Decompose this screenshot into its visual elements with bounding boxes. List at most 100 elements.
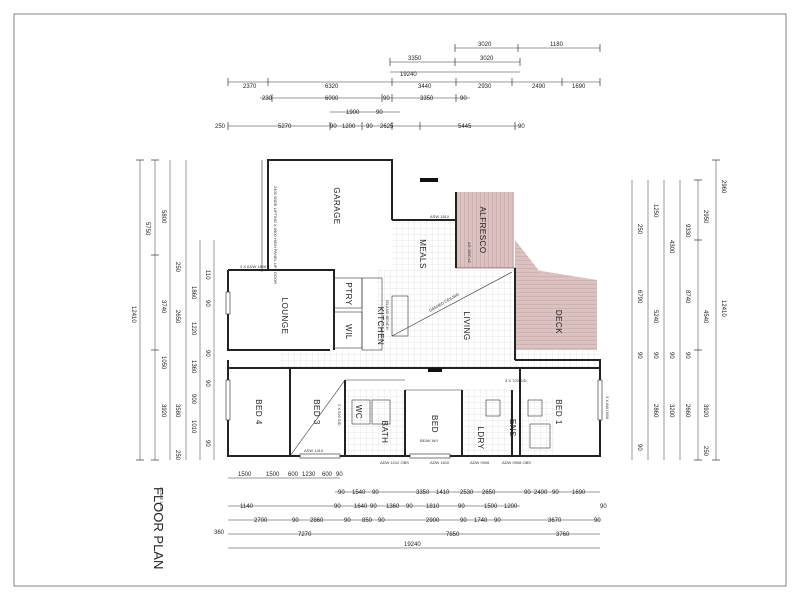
bath-tiles xyxy=(345,388,405,454)
dim-bot-r7-1: 90 xyxy=(600,504,607,510)
dim-bot-r6-0: 19240 xyxy=(404,542,421,548)
dim-left-a-2: 1050 xyxy=(160,356,166,370)
dim-top-r7-7: 90 xyxy=(518,124,525,130)
dim-right-d-4: 90 xyxy=(636,444,642,451)
dim-bot-r4-2: 2860 xyxy=(310,518,324,524)
dim-right-outer-1: 12410 xyxy=(720,300,726,317)
dim-left-a-1: 3740 xyxy=(160,300,166,314)
dim-right-d-0: 90 xyxy=(636,352,642,359)
dim-top-r7-6: 5445 xyxy=(458,124,472,130)
dim-right-a-0: 2950 xyxy=(702,210,708,224)
ldry-tiles xyxy=(462,388,512,454)
dim-bot-r3-8: 1500 xyxy=(484,504,498,510)
note-bed1-window: 3 X AW 0906 xyxy=(605,396,610,420)
dim-bot-r1-1: 1500 xyxy=(266,472,280,478)
dim-left-c-1: 1220 xyxy=(190,322,196,336)
dim-bot-r5-2: 3760 xyxy=(556,532,570,538)
note-alfresco-glazing: AD 2600 x2 xyxy=(467,242,472,264)
ens-tiles xyxy=(520,398,554,454)
dim-left-b-3: 250 xyxy=(174,450,180,461)
dim-bot-r4-6: 2900 xyxy=(426,518,440,524)
dim-right-c-4: 250 xyxy=(702,446,708,457)
walls xyxy=(227,159,601,457)
living-diagonal xyxy=(391,271,513,337)
note-garage-door: 2400 WIDE LIFTING X 5600 HIGH PANEL LIFT… xyxy=(273,186,278,284)
dim-right-a-1: 8740 xyxy=(684,290,690,304)
note-door-1: 3 X 720 S/D xyxy=(505,378,527,383)
dim-right-c-2: 2860 xyxy=(652,404,658,418)
room-bed3: BED 3 xyxy=(312,399,321,425)
dim-left-c-0: 1860 xyxy=(190,286,196,300)
hall-tiles xyxy=(280,350,600,368)
dim-bot-r2-3: 3350 xyxy=(416,490,430,496)
room-living: LIVING xyxy=(462,311,471,340)
note-robe: BEAK W/I xyxy=(420,438,438,443)
dim-right-d-2: 90 xyxy=(668,352,674,359)
note-lounge-window: 3 X ADW 1806 xyxy=(240,264,267,269)
dim-bot-r2-1: 1540 xyxy=(352,490,366,496)
dim-bot-r1-5: 90 xyxy=(336,472,343,478)
dim-left-d-4: 90 xyxy=(204,440,210,447)
title-block: FLOOR PLAN SCALE 1:100 xyxy=(140,485,180,585)
dim-right-b-2: 6790 xyxy=(636,290,642,304)
dim-top-r1-1: 1180 xyxy=(550,42,564,48)
dim-right-a-2: 4540 xyxy=(702,310,708,324)
note-bed3-window: ASW 1410 xyxy=(304,448,324,453)
dim-top-r1-0: 3020 xyxy=(478,42,492,48)
room-wil: WIL xyxy=(344,324,353,340)
room-wc: WC xyxy=(354,405,363,419)
dim-bot-r3-7: 90 xyxy=(458,504,465,510)
plan-title: FLOOR PLAN xyxy=(151,487,166,569)
room-deck: DECK xyxy=(554,310,563,334)
dim-bot-r3-0: 1140 xyxy=(240,504,254,510)
dim-right-c-1: 9330 xyxy=(684,224,690,238)
dim-bot-r1-4: 600 xyxy=(322,472,333,478)
dim-left-outer-1: 12410 xyxy=(130,306,136,323)
dim-bot-r3-4: 1360 xyxy=(386,504,400,510)
dim-bot-r4-0: 2700 xyxy=(254,518,268,524)
room-pantry: PTRY xyxy=(344,282,353,305)
dim-top-r7-3: 1200 xyxy=(342,124,356,130)
dim-right-b-3: 5240 xyxy=(652,310,658,324)
dim-top-r4-4: 2490 xyxy=(532,84,546,90)
dim-top-r5-3: 3350 xyxy=(420,96,434,102)
dim-top-r5-1: 6000 xyxy=(325,96,339,102)
bed3-diagonal xyxy=(289,379,346,457)
dim-bot-r4-7: 90 xyxy=(460,518,467,524)
room-bed1: BED 1 xyxy=(554,399,563,425)
dim-left-d-3: 90 xyxy=(204,380,210,387)
dim-top-r4-5: 1690 xyxy=(572,84,586,90)
dim-top-r7-5: 2625 xyxy=(380,124,394,130)
room-lounge: LOUNGE xyxy=(280,298,289,335)
dim-bot-r7-0: 360 xyxy=(214,530,225,536)
deck-area xyxy=(515,240,597,360)
dim-bot-r3-5: 90 xyxy=(406,504,413,510)
dim-top-r2-0: 3350 xyxy=(408,56,422,62)
dim-bot-r2-8: 2400 xyxy=(534,490,548,496)
dim-left-c-2: 1360 xyxy=(190,360,196,374)
sheet-border xyxy=(13,13,787,587)
note-ens-window: ADW 0908 OBS xyxy=(502,460,531,465)
dim-right-a-3: 3920 xyxy=(702,404,708,418)
note-kitchen: ISLAND BENCH xyxy=(385,300,390,330)
dim-bot-r5-0: 7270 xyxy=(298,532,312,538)
bottom-dimensions: 1500 1500 600 1230 600 90 90 1540 90 335… xyxy=(214,472,607,549)
dim-bot-r1-0: 1500 xyxy=(238,472,252,478)
dim-top-r7-2: 90 xyxy=(330,124,337,130)
note-meals-window: ASW 1810 xyxy=(430,214,450,219)
dim-left-d-0: 110 xyxy=(204,270,210,280)
dim-right-b-4: 3200 xyxy=(668,404,674,418)
dim-left-b-1: 2650 xyxy=(174,310,180,324)
room-bed4: BED 4 xyxy=(254,399,263,425)
dim-top-r6-1: 90 xyxy=(376,110,383,116)
dim-top-r5-2: 90 xyxy=(383,96,390,102)
room-kitchen: KITCHEN xyxy=(376,307,385,346)
room-bed2: BED xyxy=(430,415,439,433)
note-ldry-window: ADW 0906 xyxy=(470,460,490,465)
room-ens: ENS xyxy=(508,419,517,437)
dim-bot-r2-2: 90 xyxy=(372,490,379,496)
dim-bot-r5-1: 7850 xyxy=(446,532,460,538)
living-tiles xyxy=(378,270,516,358)
alfresco-area xyxy=(456,192,514,268)
